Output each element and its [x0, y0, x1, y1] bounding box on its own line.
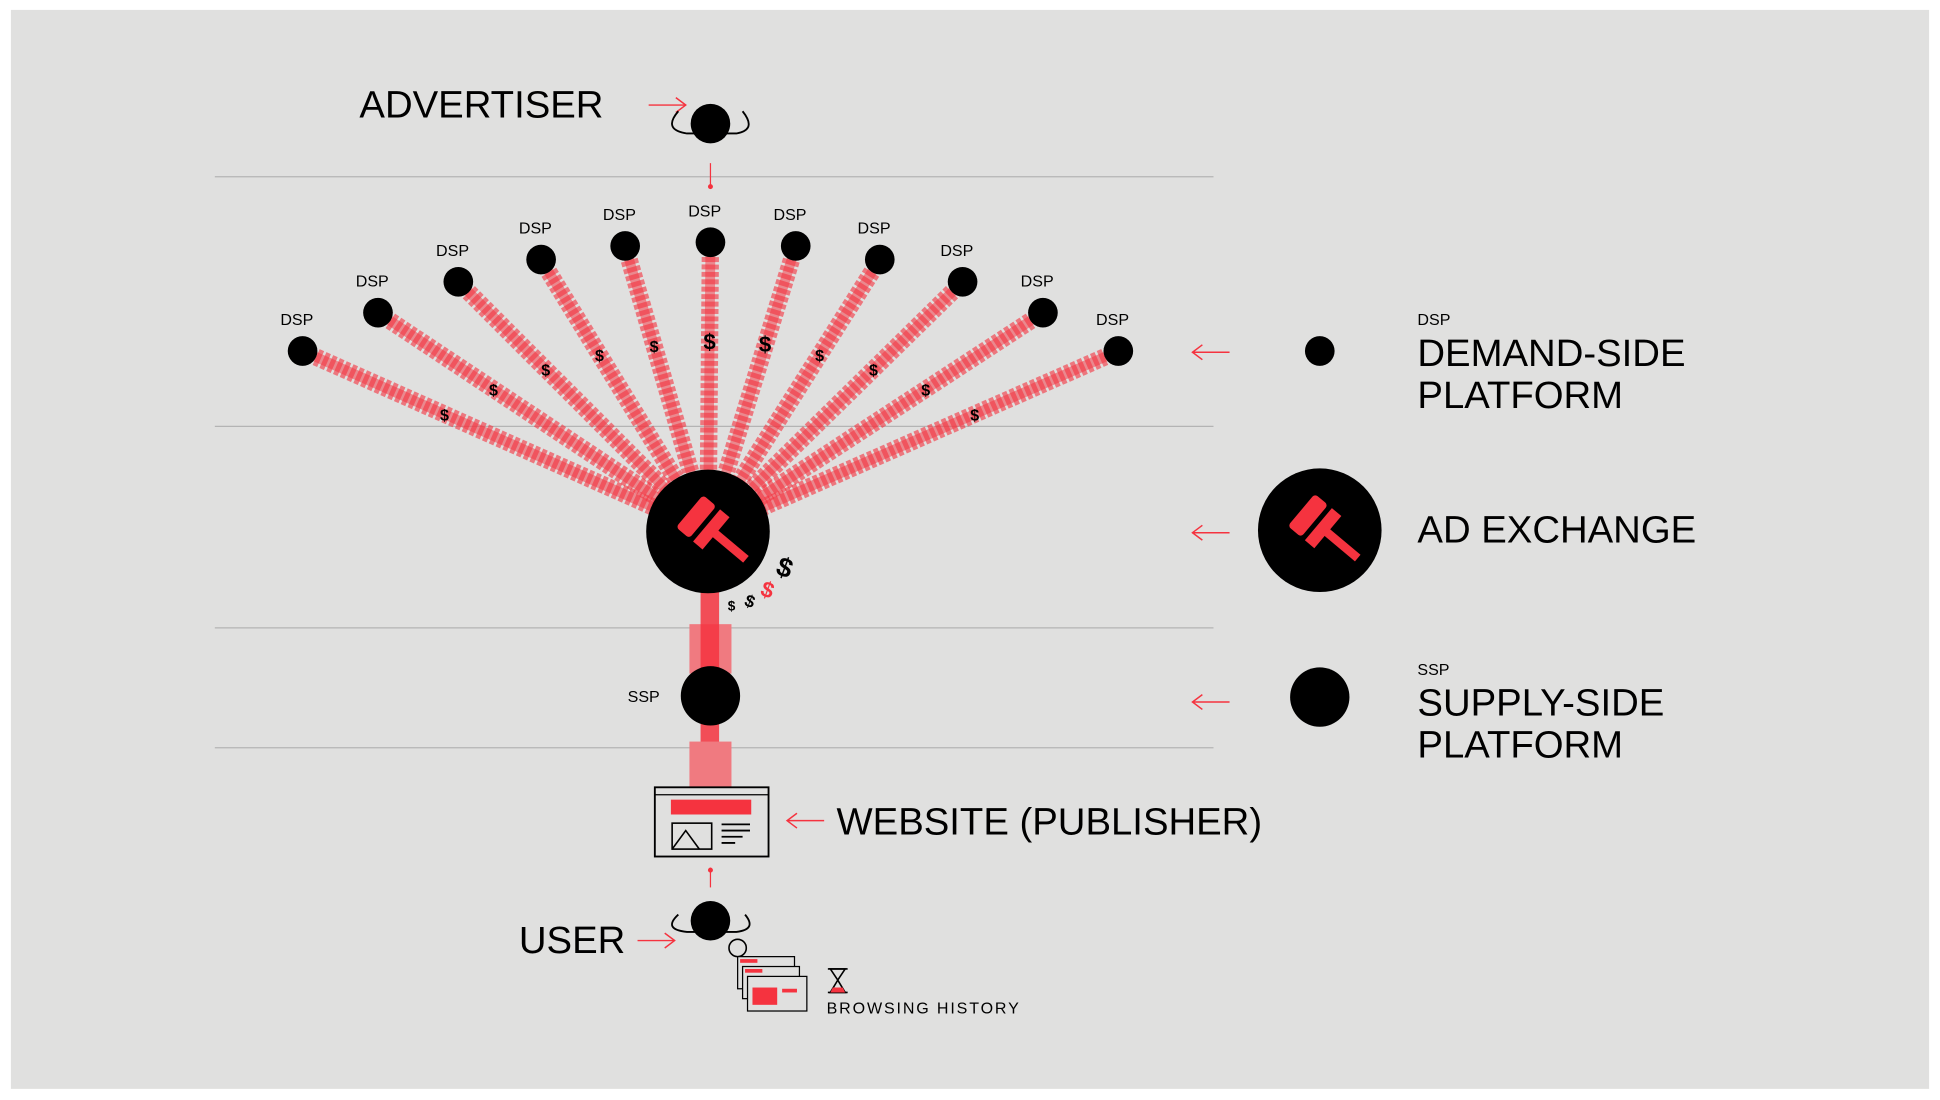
connector-dot	[707, 867, 713, 873]
dollar-sign: $	[703, 330, 716, 355]
bid-ray	[300, 346, 710, 536]
dollar-sign: $	[489, 381, 498, 399]
legend-arrow-icon	[1191, 344, 1230, 711]
dsp-label: DSP	[688, 202, 721, 220]
legend-ssp-line2: PLATFORM	[1417, 724, 1623, 767]
user-icon	[671, 901, 751, 958]
dsp-label: DSP	[1021, 273, 1054, 291]
ssp-node[interactable]	[680, 666, 741, 726]
dollar-sign: $	[970, 406, 979, 424]
legend-dsp-line1: DEMAND-SIDE	[1417, 332, 1685, 375]
gavel-icon	[1289, 495, 1361, 562]
legend-adx-label: AD EXCHANGE	[1417, 509, 1696, 552]
dsp-node[interactable]	[1028, 297, 1058, 328]
connector-dot	[707, 184, 713, 190]
dsp-label: DSP	[940, 242, 973, 260]
dsp-node[interactable]	[947, 266, 978, 297]
dsp-label: DSP	[858, 220, 891, 238]
bid-ray	[705, 308, 1046, 536]
dollar-sign: $	[440, 406, 449, 424]
dsp-nodes: DSP DSP DSP DSP DSP DSP DSP DSP DSP DSP DSP	[280, 202, 1134, 366]
advertiser-icon	[671, 103, 750, 144]
ssp-label: SSP	[628, 688, 660, 706]
dollar-sign: $	[921, 381, 930, 399]
dollar-sign: $	[595, 347, 604, 365]
bid-ray	[375, 308, 711, 536]
dollar-sign: $	[759, 332, 772, 357]
dollar-sign: $	[541, 361, 550, 379]
legend-ssp-abbr: SSP	[1417, 661, 1449, 679]
dsp-label: DSP	[519, 220, 552, 238]
browsing-history-icon	[737, 956, 808, 1012]
dsp-node[interactable]	[610, 231, 640, 261]
svg-text:$: $	[728, 599, 736, 614]
dsp-node[interactable]	[1103, 336, 1134, 366]
dsp-label: DSP	[280, 311, 313, 329]
dsp-label: DSP	[436, 242, 469, 260]
ad-exchange-node[interactable]	[646, 469, 770, 594]
user-label: USER	[519, 919, 625, 962]
dollar-sign: $	[869, 361, 878, 379]
website-arrow-icon	[785, 812, 825, 829]
user-arrow-icon	[637, 932, 676, 949]
dsp-label: DSP	[356, 273, 389, 291]
dsp-node[interactable]	[443, 266, 474, 297]
advertiser-arrow-icon	[648, 97, 687, 114]
gavel-icon	[677, 496, 749, 563]
legend-dsp-line2: PLATFORM	[1417, 374, 1623, 417]
hourglass-icon	[827, 968, 848, 994]
dsp-node[interactable]	[526, 244, 556, 275]
dsp-label: DSP	[773, 206, 806, 224]
dsp-node[interactable]	[864, 244, 895, 275]
dollar-sign: $	[815, 347, 824, 365]
dsp-node[interactable]	[363, 297, 393, 328]
legend: DSP DEMAND-SIDE PLATFORM AD EXCHANGE SSP…	[1191, 311, 1696, 767]
dsp-node[interactable]	[287, 336, 318, 366]
legend-dsp-dot	[1304, 336, 1335, 366]
advertiser-label: ADVERTISER	[359, 83, 603, 126]
dsp-label: DSP	[1096, 311, 1129, 329]
legend-ssp-line1: SUPPLY-SIDE	[1417, 682, 1664, 725]
bid-ray	[705, 346, 1121, 536]
dollar-sign: $	[650, 338, 659, 356]
legend-dsp-abbr: DSP	[1417, 311, 1450, 329]
browsing-history-label: BROWSING HISTORY	[827, 999, 1021, 1017]
dsp-label: DSP	[603, 206, 636, 224]
dsp-node[interactable]	[695, 227, 726, 258]
background	[10, 9, 1930, 1089]
website-icon[interactable]	[653, 786, 770, 858]
legend-ssp-dot	[1290, 667, 1350, 727]
dsp-node[interactable]	[780, 231, 811, 261]
website-label: WEBSITE (PUBLISHER)	[837, 800, 1263, 843]
